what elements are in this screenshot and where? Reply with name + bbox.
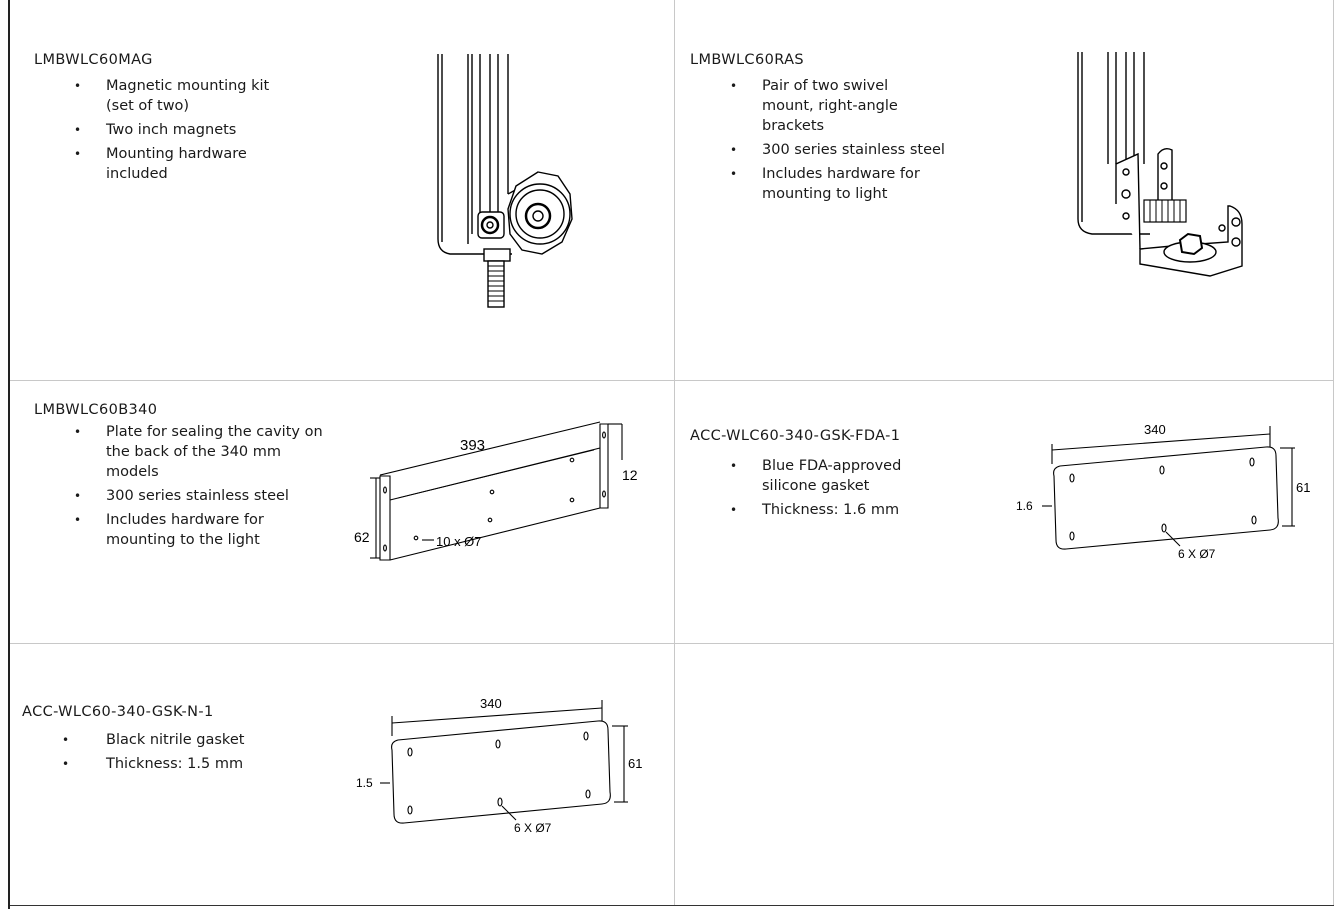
- product-cell-ras: LMBWLC60RAS Pair of two swivel mount, ri…: [690, 52, 1010, 208]
- feature-item: Magnetic mounting kit (set of two): [34, 76, 296, 116]
- feature-item: Black nitrile gasket: [22, 730, 342, 750]
- product-title: LMBWLC60B340: [34, 402, 158, 418]
- fda-gasket-drawing: 340 61 1.6 6 X Ø7: [1016, 422, 1310, 561]
- feature-list: Black nitrile gasket Thickness: 1.5 mm: [22, 730, 342, 774]
- row-divider-2: [10, 643, 1334, 644]
- feature-list: Pair of two swivel mount, right-angle br…: [690, 76, 1010, 204]
- product-title: ACC-WLC60-340-GSK-FDA-1: [690, 428, 901, 444]
- holes-callout: 6 X Ø7: [1178, 547, 1216, 561]
- feature-item: Mounting hardware included: [34, 144, 296, 184]
- magnetic-mount-drawing: [437, 54, 573, 308]
- product-cell-gasket-nitrile: ACC-WLC60-340-GSK-N-1 Black nitrile gask…: [22, 704, 342, 778]
- product-title: LMBWLC60MAG: [34, 52, 153, 68]
- feature-item: 300 series stainless steel: [34, 486, 354, 506]
- bottom-border: [10, 905, 1334, 906]
- height-dimension: 61: [1296, 480, 1310, 495]
- feature-item: Pair of two swivel mount, right-angle br…: [690, 76, 944, 136]
- back-plate-drawing: 393 12 62 10 x Ø7: [354, 421, 638, 561]
- length-dimension: 340: [480, 696, 502, 711]
- feature-item: Includes hardware for mounting to light: [690, 164, 972, 204]
- length-dimension: 393: [460, 437, 485, 454]
- feature-item: 300 series stainless steel: [690, 140, 1010, 160]
- product-cell-mag: LMBWLC60MAG Magnetic mounting kit (set o…: [34, 52, 334, 188]
- length-dimension: 340: [1144, 422, 1166, 437]
- feature-list: Plate for sealing the cavity on the back…: [34, 422, 354, 550]
- feature-list: Magnetic mounting kit (set of two) Two i…: [34, 76, 334, 184]
- product-title: ACC-WLC60-340-GSK-N-1: [22, 704, 214, 720]
- nitrile-gasket-drawing: 340 61 1.5 6 X Ø7: [356, 696, 642, 835]
- feature-item: Plate for sealing the cavity on the back…: [34, 422, 326, 482]
- feature-list: Blue FDA-approved silicone gasket Thickn…: [690, 456, 1010, 520]
- product-cell-b340: LMBWLC60B340 Plate for sealing the cavit…: [34, 402, 354, 554]
- holes-callout: 6 X Ø7: [514, 821, 552, 835]
- feature-item: Thickness: 1.6 mm: [690, 500, 1010, 520]
- center-divider: [674, 0, 675, 905]
- height-dimension: 62: [354, 529, 370, 545]
- thickness-dimension: 1.5: [356, 776, 373, 790]
- feature-item: Thickness: 1.5 mm: [22, 754, 342, 774]
- product-title: LMBWLC60RAS: [690, 52, 805, 68]
- feature-item: Includes hardware for mounting to the li…: [34, 510, 326, 550]
- feature-item: Blue FDA-approved silicone gasket: [690, 456, 938, 496]
- thickness-dimension: 1.6: [1016, 499, 1033, 513]
- thickness-dimension: 12: [622, 467, 638, 483]
- right-border: [1333, 0, 1334, 905]
- product-cell-gasket-fda: ACC-WLC60-340-GSK-FDA-1 Blue FDA-approve…: [690, 428, 1010, 524]
- feature-item: Two inch magnets: [34, 120, 334, 140]
- left-border: [8, 0, 10, 909]
- row-divider-1: [10, 380, 1334, 381]
- height-dimension: 61: [628, 756, 642, 771]
- right-angle-bracket-drawing: [1077, 52, 1243, 277]
- holes-callout: 10 x Ø7: [436, 534, 482, 549]
